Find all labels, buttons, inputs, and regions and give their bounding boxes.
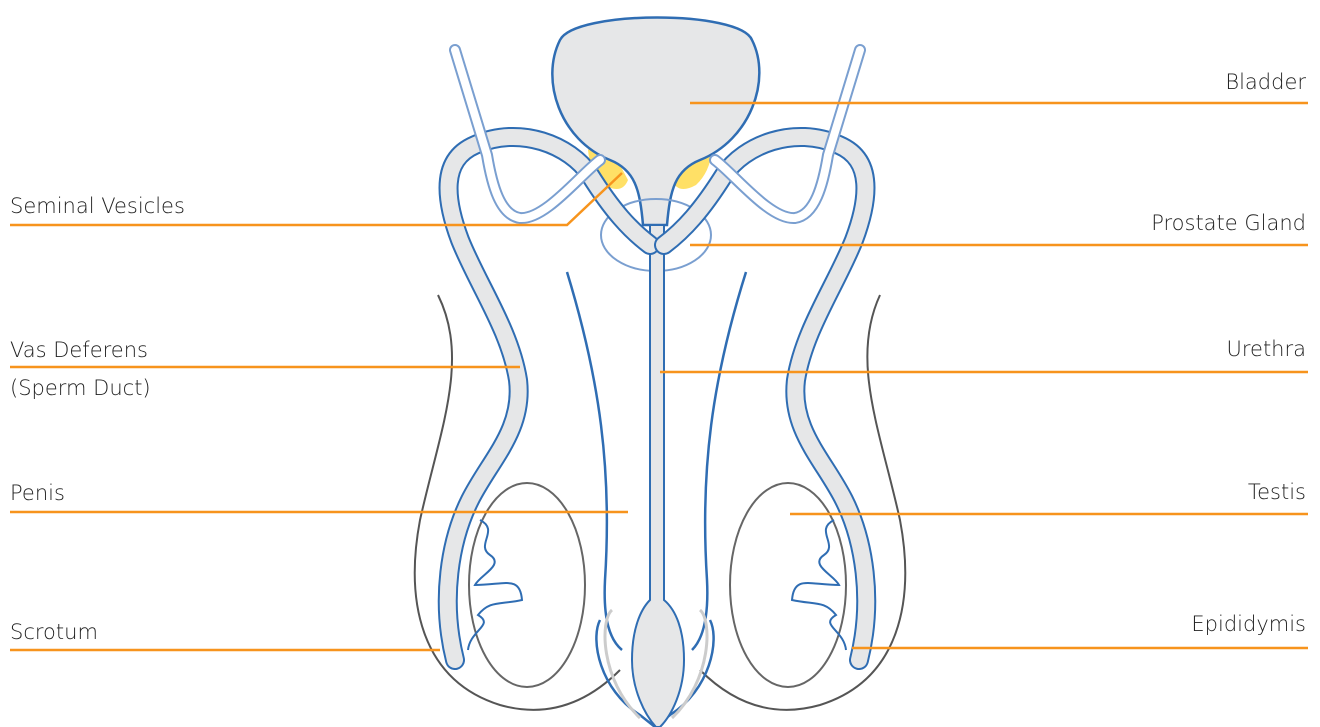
label-vas-deferens-sub: (Sperm Duct)	[10, 378, 151, 399]
label-vas-deferens: Vas Deferens	[10, 340, 148, 361]
label-seminal-vesicles: Seminal Vesicles	[10, 196, 185, 217]
epididymis-right	[792, 520, 846, 650]
label-bladder: Bladder	[1225, 72, 1306, 93]
epididymis-left	[468, 520, 522, 650]
penis-outline-left	[567, 272, 622, 650]
label-penis: Penis	[10, 483, 65, 504]
bladder-shape	[552, 18, 759, 226]
penis-outline-right	[692, 272, 746, 650]
label-scrotum: Scrotum	[10, 622, 98, 643]
label-prostate-gland: Prostate Gland	[1151, 213, 1306, 234]
label-testis: Testis	[1248, 482, 1306, 503]
urethra-tube	[632, 225, 684, 727]
label-urethra: Urethra	[1226, 339, 1306, 360]
label-epididymis: Epididymis	[1191, 614, 1306, 635]
